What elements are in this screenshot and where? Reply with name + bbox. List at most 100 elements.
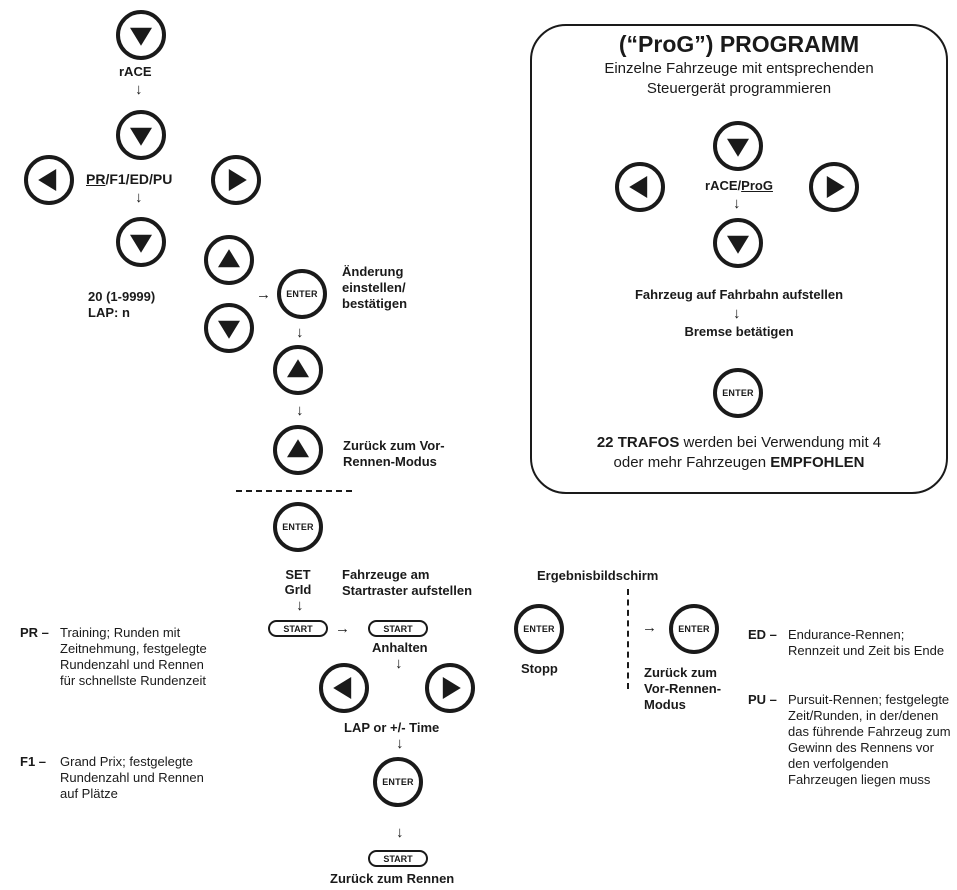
program-title: (“ProG”) PROGRAMM: [618, 31, 860, 57]
right-arrow-icon: [228, 169, 247, 191]
trafo-note-text2: oder mehr Fahrzeugen: [613, 454, 771, 471]
up-arrow-icon: [287, 359, 309, 378]
flow-arrow: ↓: [135, 81, 143, 98]
left-button-1[interactable]: [24, 155, 74, 205]
legend-desc: Training; Runden mit Zeitnehmung, festge…: [60, 625, 207, 688]
right-arrow-icon: [442, 677, 461, 699]
trafo-note-line1: 22 TRAFOS werden bei Verwendung mit 4: [532, 433, 946, 453]
brake-label: Bremse betätigen: [684, 324, 794, 339]
legend-pu: PU – Pursuit-Rennen; festgelegte Zeit/Ru…: [748, 692, 954, 888]
prog-enter-button[interactable]: ENTER: [713, 368, 763, 418]
place-car-label: Fahrzeug auf Fahrbahn aufstellen: [634, 287, 844, 302]
up-arrow-icon: [287, 439, 309, 458]
flow-arrow: ↓: [396, 824, 404, 841]
mode-select-label: PR/F1/ED/PU: [86, 171, 172, 187]
prog-select-label: rACE/ProG: [682, 178, 796, 194]
trafo-recommended: EMPFOHLEN: [770, 454, 865, 471]
set-grid-line2: GrId: [284, 582, 312, 597]
flow-arrow: ↓: [733, 195, 741, 212]
flow-arrow-right: →: [335, 620, 350, 637]
lap-time-label: LAP or +/- Time: [344, 720, 440, 735]
legend-desc: Endurance-Rennen; Rennzeit und Zeit bis …: [788, 627, 945, 658]
enter-button-stop[interactable]: ENTER: [514, 604, 564, 654]
laps-line1: 20 (1-9999): [88, 289, 156, 304]
cars-grid-line1: Fahrzeuge am: [342, 567, 430, 582]
right-button-2[interactable]: [425, 663, 475, 713]
enter-button-back[interactable]: ENTER: [669, 604, 719, 654]
legend-desc: Grand Prix; festgelegte Rundenzahl und R…: [60, 754, 204, 801]
trafo-note-line2: oder mehr Fahrzeugen EMPFOHLEN: [532, 453, 946, 473]
results-label: Ergebnisbildschirm: [537, 568, 659, 583]
right-button-1[interactable]: [211, 155, 261, 205]
flow-arrow: ↓: [135, 189, 143, 206]
right-arrow-icon: [826, 176, 845, 198]
back-prerace-line1: Zurück zum: [644, 665, 717, 680]
legend-key: PR –: [20, 625, 49, 640]
results-divider: [627, 589, 629, 689]
legend-ed: ED – Endurance-Rennen; Rennzeit und Zeit…: [748, 627, 954, 687]
flow-arrow: ↓: [296, 324, 304, 341]
enter-button-1[interactable]: ENTER: [277, 269, 327, 319]
enter-button-3[interactable]: ENTER: [373, 757, 423, 807]
flow-arrow: ↓: [395, 655, 403, 672]
change-line1: Änderung: [342, 264, 404, 279]
set-grid-line1: SET: [285, 567, 311, 582]
legend-key: F1 –: [20, 754, 47, 769]
flow-arrow-right: →: [256, 286, 271, 303]
left-button-2[interactable]: [319, 663, 369, 713]
down-button-2[interactable]: [116, 110, 166, 160]
prog-down-button-1[interactable]: [713, 121, 763, 171]
prog-select-underlined: ProG: [741, 178, 773, 193]
down-arrow-icon: [218, 320, 240, 339]
left-arrow-icon: [333, 677, 352, 699]
halt-label: Anhalten: [372, 640, 428, 655]
up-button-2[interactable]: [273, 345, 323, 395]
flow-arrow: ↓: [296, 402, 304, 419]
mode-rest: /F1/ED/PU: [105, 171, 173, 187]
legend-key: ED –: [748, 627, 777, 642]
program-subtitle-line1: Einzelne Fahrzeuge mit entsprechenden: [604, 60, 874, 77]
down-button-4[interactable]: [204, 303, 254, 353]
trafo-note-text1: werden bei Verwendung mit 4: [679, 434, 882, 451]
back-line2: Rennen-Modus: [343, 454, 437, 469]
prog-right-button[interactable]: [809, 162, 859, 212]
stop-label: Stopp: [521, 661, 558, 676]
back-line1: Zurück zum Vor-: [343, 438, 445, 453]
laps-line2: LAP: n: [88, 305, 130, 320]
back-prerace-line3: Modus: [644, 697, 686, 712]
legend-desc: Pursuit-Rennen; festgelegte Zeit/Runden,…: [788, 692, 951, 787]
cars-grid-line2: Startraster aufstellen: [342, 583, 473, 598]
back-prerace-line2: Vor-Rennen-: [644, 681, 722, 696]
change-line2: einstellen/: [342, 280, 406, 295]
enter-button-2[interactable]: ENTER: [273, 502, 323, 552]
left-arrow-icon: [629, 176, 648, 198]
down-arrow-icon: [130, 127, 152, 146]
race-label: rACE: [119, 64, 152, 79]
prog-down-button-2[interactable]: [713, 218, 763, 268]
flow-arrow: ↓: [296, 597, 304, 614]
section-divider: [236, 490, 352, 492]
program-box: (“ProG”) PROGRAMM Einzelne Fahrzeuge mit…: [530, 24, 948, 494]
legend-pr: PR – Training; Runden mit Zeitnehmung, f…: [20, 625, 230, 725]
up-button-1[interactable]: [204, 235, 254, 285]
back-race-label: Zurück zum Rennen: [330, 871, 455, 886]
prog-select-prefix: rACE/: [705, 178, 742, 193]
start-button-2[interactable]: START: [368, 620, 428, 637]
down-arrow-icon: [727, 235, 749, 254]
up-button-3[interactable]: [273, 425, 323, 475]
change-line3: bestätigen: [342, 296, 408, 311]
flow-arrow-right: →: [642, 619, 657, 636]
program-subtitle-line2: Steuergerät programmieren: [646, 80, 832, 97]
prog-left-button[interactable]: [615, 162, 665, 212]
down-button-3[interactable]: [116, 217, 166, 267]
left-arrow-icon: [38, 169, 57, 191]
down-arrow-icon: [130, 234, 152, 253]
up-arrow-icon: [218, 249, 240, 268]
legend-f1: F1 – Grand Prix; festgelegte Rundenzahl …: [20, 754, 230, 839]
start-button-1[interactable]: START: [268, 620, 328, 637]
flow-arrow: ↓: [733, 305, 741, 322]
down-arrow-icon: [727, 138, 749, 157]
down-button-1[interactable]: [116, 10, 166, 60]
start-button-3[interactable]: START: [368, 850, 428, 867]
down-arrow-icon: [130, 27, 152, 46]
